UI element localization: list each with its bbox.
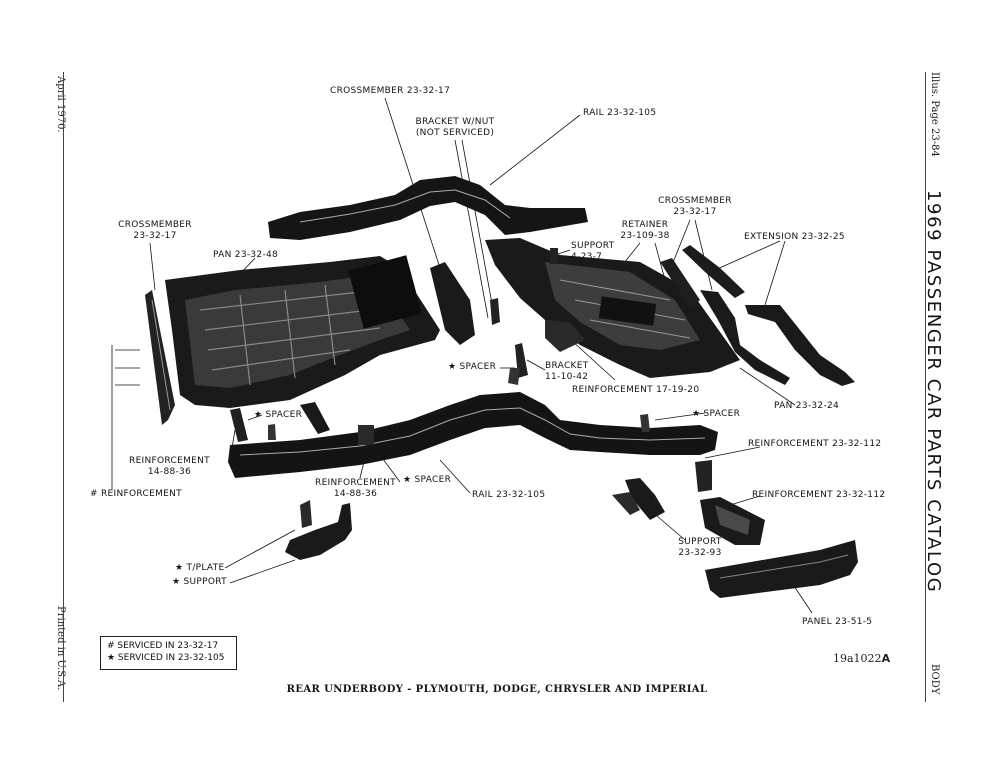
- legend-hash-line: # SERVICED IN 23-32-17: [107, 641, 219, 651]
- callout-crossmember-right-number: 23-32-17: [673, 207, 717, 217]
- rear-panel: [705, 540, 858, 598]
- callout-crossmember-top: CROSSMEMBER 23-32-17: [330, 86, 451, 96]
- callout-pan-left: PAN 23-32-48: [213, 250, 279, 260]
- callout-reinforcement-112-a: REINFORCEMENT 23-32-112: [748, 439, 882, 449]
- figure-caption: REAR UNDERBODY - PLYMOUTH, DODGE, CHRYSL…: [286, 684, 708, 695]
- callout-support-title: SUPPORT: [571, 241, 615, 251]
- callout-spacer-left: ★ SPACER: [254, 410, 303, 420]
- right-floor-pan: [485, 238, 740, 378]
- callout-support-93-title: SUPPORT: [678, 537, 722, 547]
- callout-tplate: ★ T/PLATE: [175, 563, 225, 573]
- callout-support-number: 4-23-7: [571, 252, 603, 262]
- callout-crossmember-left-title: CROSSMEMBER: [118, 220, 192, 230]
- callout-rail-top: RAIL 23-32-105: [583, 108, 657, 118]
- callout-reinforcement-14-b-number: 14-88-36: [333, 489, 378, 499]
- callout-reinforcement-14-a-number: 14-88-36: [147, 467, 192, 477]
- callout-spacer-bottom: ★ SPACER: [403, 475, 452, 485]
- right-crossmember: [660, 258, 790, 385]
- legend-star-line: ★ SERVICED IN 23-32-105: [107, 653, 225, 663]
- tplate-support: [285, 500, 352, 560]
- callout-spacer-right: ★ SPACER: [692, 409, 741, 419]
- left-floor-pan: [165, 255, 440, 408]
- callout-rail-bottom: RAIL 23-32-105: [472, 490, 546, 500]
- callout-pan-right: PAN 23-32-24: [774, 401, 840, 411]
- left-crossmember: [145, 290, 175, 425]
- illustration-number-text: 19a1022: [833, 652, 882, 665]
- callout-reinforcement-hash: # REINFORCEMENT: [90, 489, 182, 499]
- margin-rule-right: [925, 72, 926, 702]
- callout-crossmember-right-title: CROSSMEMBER: [658, 196, 732, 206]
- illustration-number-suffix: A: [881, 652, 891, 665]
- upper-rail: [268, 176, 588, 240]
- callout-bracket-wnut: BRACKET W/NUT: [415, 117, 495, 127]
- margin-rule-left: [63, 72, 64, 702]
- callout-reinforcement-17: REINFORCEMENT 17-19-20: [572, 385, 700, 395]
- bracket-parts: [430, 262, 528, 385]
- callout-panel: PANEL 23-51-5: [802, 617, 873, 627]
- illustration-number: 19a1022A: [833, 652, 890, 665]
- support-bracket: [612, 478, 665, 520]
- callout-crossmember-left-number: 23-32-17: [133, 231, 177, 241]
- lower-reinforcements: [230, 402, 650, 442]
- legend-box: # SERVICED IN 23-32-17 ★ SERVICED IN 23-…: [100, 636, 237, 670]
- extension-rails: [682, 245, 855, 386]
- callout-not-serviced: (NOT SERVICED): [415, 128, 495, 138]
- callout-bracket-number: 11-10-42: [545, 372, 589, 382]
- callout-reinforcement-112-b: REINFORCEMENT 23-32-112: [752, 490, 886, 500]
- callout-retainer-title: RETAINER: [621, 220, 669, 230]
- right-reinforcements: [695, 460, 765, 545]
- callout-retainer-number: 23-109-38: [620, 231, 670, 241]
- callout-spacer-mid: ★ SPACER: [448, 362, 497, 372]
- callout-support-star: ★ SUPPORT: [172, 577, 227, 587]
- callout-reinforcement-14-a-title: REINFORCEMENT: [129, 456, 210, 466]
- callout-reinforcement-14-b-title: REINFORCEMENT: [315, 478, 396, 488]
- callout-support-93-number: 23-32-93: [678, 548, 722, 558]
- callout-bracket-title: BRACKET: [545, 361, 589, 371]
- callout-extension: EXTENSION 23-32-25: [744, 232, 845, 242]
- lower-rail: [228, 392, 718, 478]
